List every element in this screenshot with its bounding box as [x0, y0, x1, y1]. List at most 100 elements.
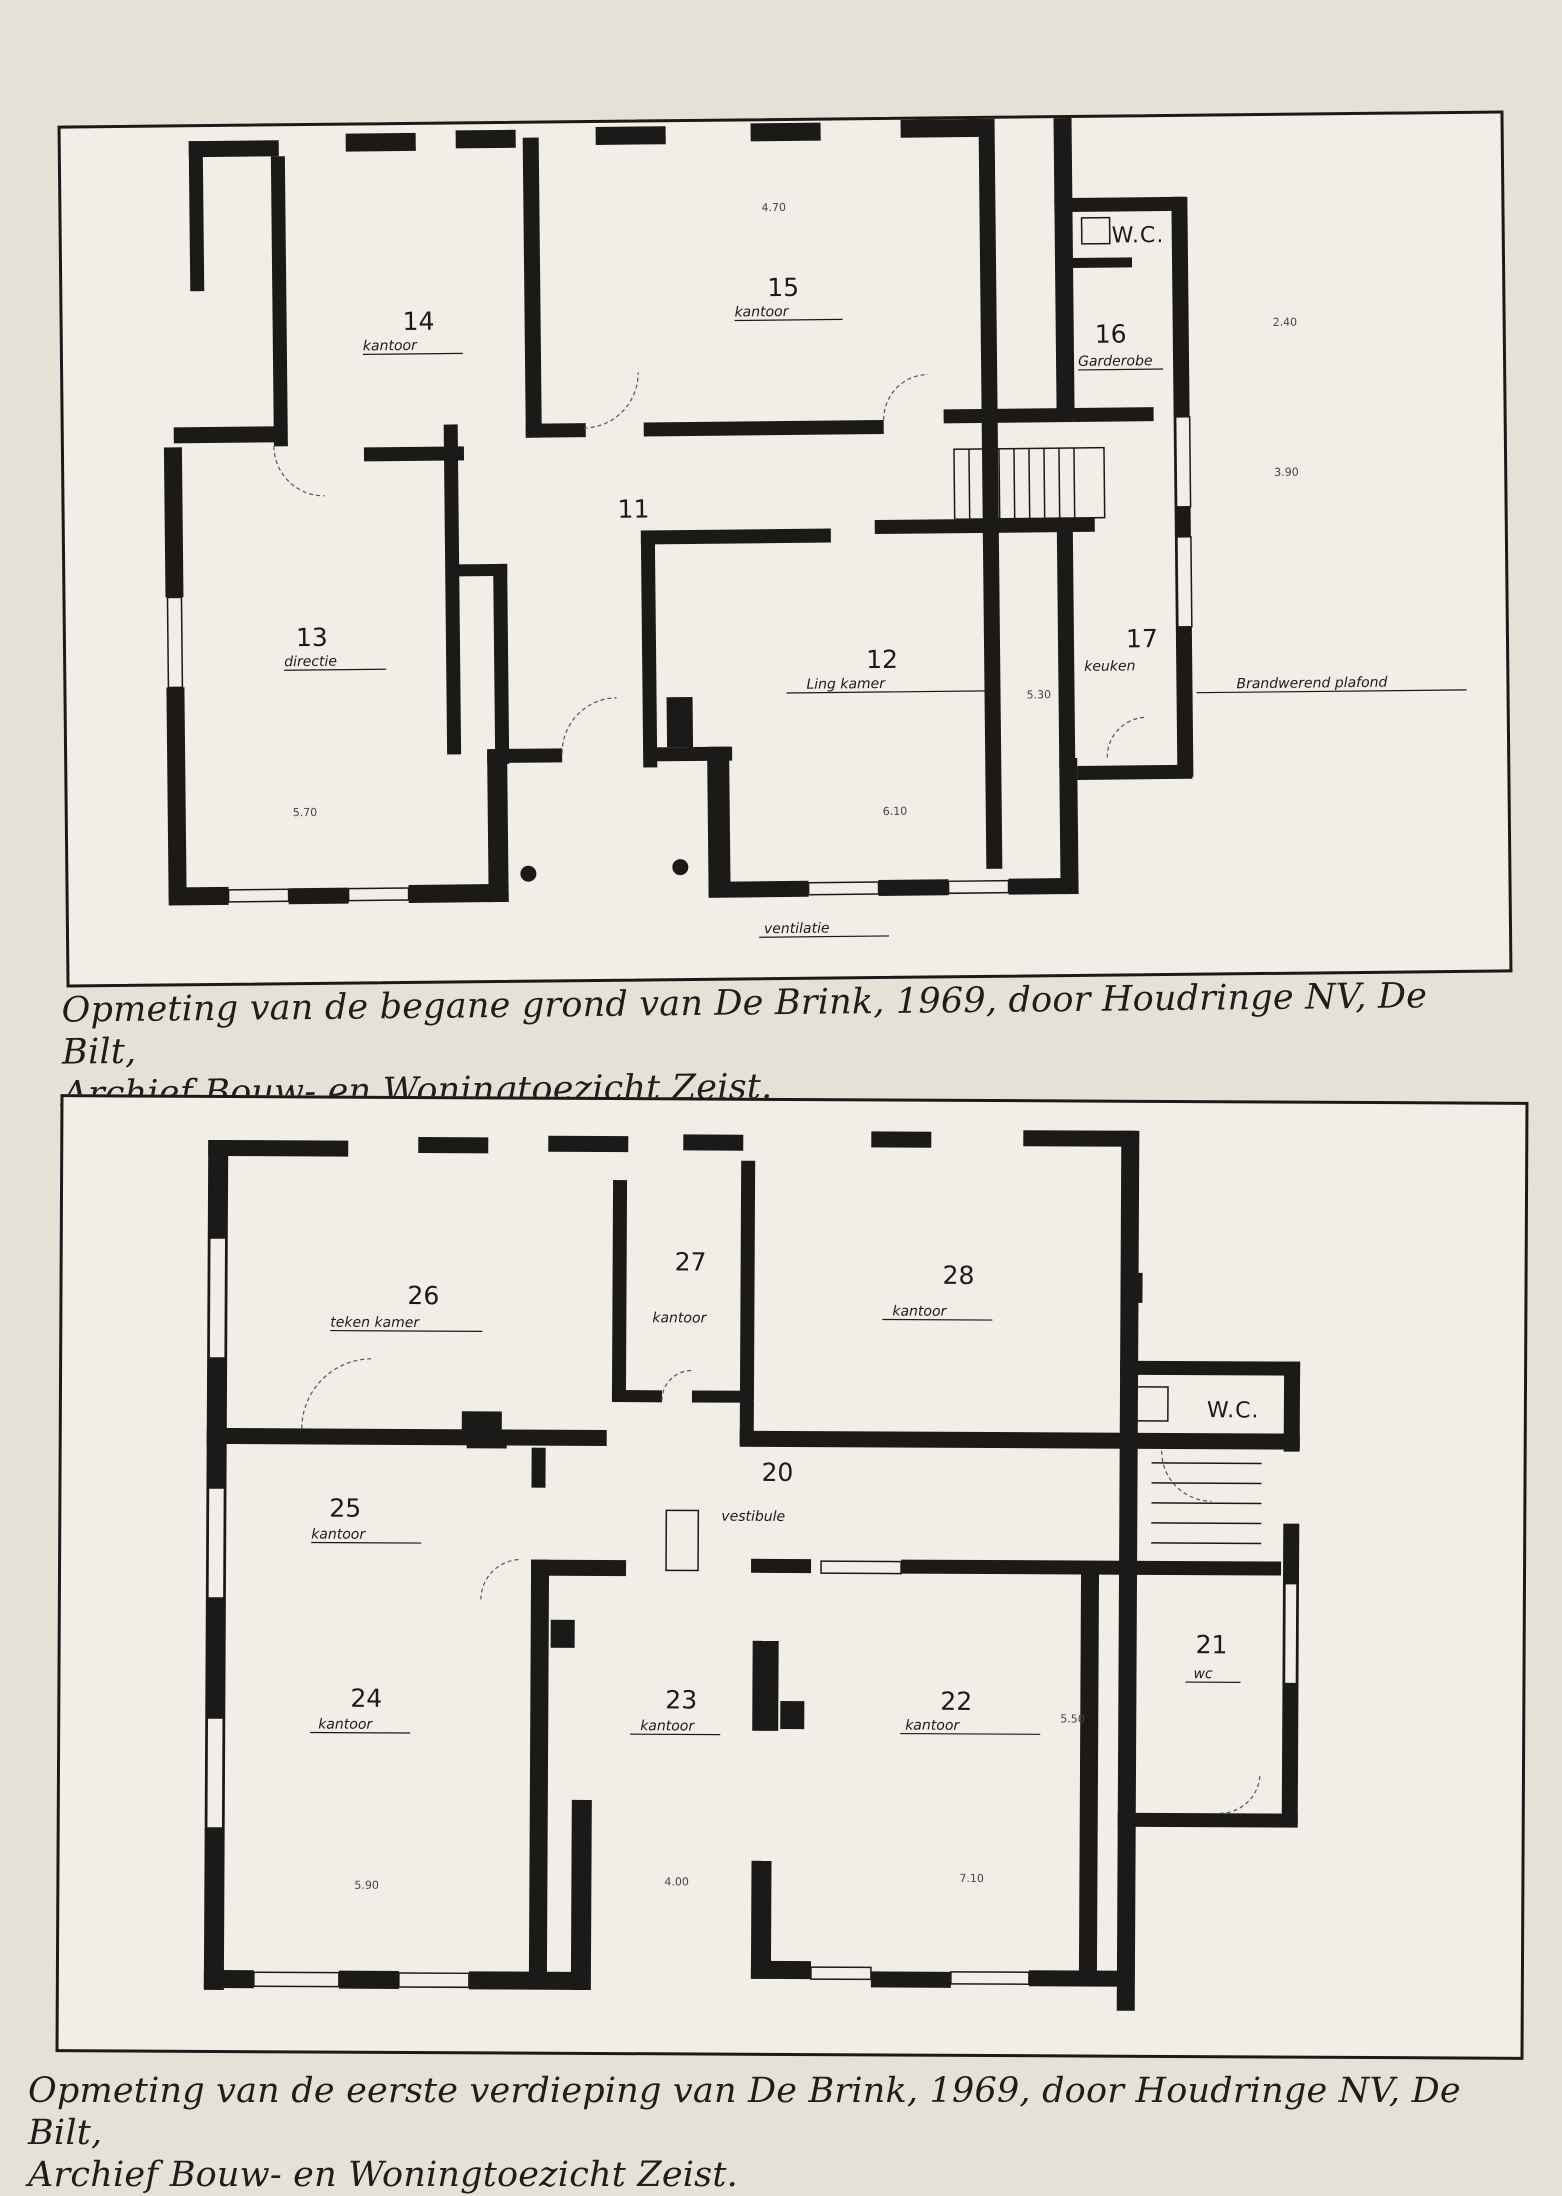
wall [1057, 518, 1076, 768]
wall [166, 687, 186, 897]
wall [523, 138, 542, 438]
window [811, 1967, 871, 1979]
wall [204, 1970, 254, 1988]
wall [289, 888, 349, 905]
window [207, 1718, 224, 1828]
window [808, 882, 878, 895]
room-12-number: 12 [866, 645, 898, 674]
wall [708, 881, 808, 898]
wall [740, 1431, 1300, 1450]
window [167, 597, 182, 687]
wall [364, 446, 464, 461]
first-wc-label: W.C. [1207, 1398, 1260, 1423]
wall [207, 1428, 607, 1446]
wall [189, 141, 205, 291]
window [229, 889, 289, 902]
room-27-number: 27 [675, 1247, 707, 1276]
room-28-number: 28 [943, 1261, 975, 1290]
wall [526, 423, 586, 438]
wall [751, 1559, 811, 1573]
room-26-number: 26 [407, 1281, 439, 1310]
dimension-text: 5.70 [293, 806, 318, 819]
wall [641, 529, 831, 545]
wall [1074, 407, 1154, 422]
wall [751, 123, 821, 142]
wall [612, 1180, 627, 1400]
wall [418, 1137, 488, 1153]
room-13-number: 13 [296, 623, 328, 652]
dimension-text: 7.10 [959, 1872, 984, 1885]
room-24-number: 24 [350, 1684, 382, 1713]
wall [1054, 118, 1075, 418]
window [1176, 417, 1191, 507]
first-floor-caption: Opmeting van de eerste verdieping van De… [28, 2070, 1528, 2196]
window [1177, 537, 1192, 627]
fireproof-ceiling-note: Brandwerend plafond [1236, 675, 1387, 693]
room-23-number: 23 [665, 1685, 697, 1714]
dimension-text: 3.90 [1274, 466, 1299, 479]
wc-fixture [1082, 218, 1110, 244]
chimney [780, 1701, 804, 1729]
chimney [1122, 1273, 1142, 1303]
window [821, 1561, 901, 1573]
dimension-text: 5.50 [1060, 1712, 1085, 1725]
window [399, 1973, 469, 1987]
wall [467, 1434, 507, 1448]
window [948, 881, 1008, 894]
ground-floor-drawing: 14 kantoor 15 kantoor 16 Garderobe W.C. … [61, 113, 1510, 984]
wall [169, 887, 229, 906]
chimney [551, 1620, 575, 1648]
vent-dot [672, 859, 688, 875]
wall [456, 130, 516, 149]
wall [878, 879, 948, 896]
room-26-label: teken kamer [330, 1315, 420, 1331]
wall [1029, 1970, 1129, 1987]
wall [548, 1136, 628, 1152]
door-swing [662, 1370, 692, 1400]
wall [644, 420, 884, 437]
window [209, 1238, 226, 1358]
window [1284, 1584, 1297, 1684]
wall [1054, 197, 1184, 212]
room-17-label: keuken [1084, 658, 1135, 675]
wall [444, 424, 461, 754]
wall [1120, 1361, 1300, 1376]
wall [189, 140, 279, 157]
room-21-label: wc [1193, 1666, 1213, 1682]
ground-wc-label: W.C. [1112, 223, 1165, 249]
room-20-number: 20 [761, 1458, 793, 1487]
ventilation-note: ventilatie [764, 921, 830, 938]
wall [667, 697, 694, 747]
wall [1059, 758, 1078, 894]
wall [1023, 1130, 1135, 1147]
wall [596, 126, 666, 145]
room-16-number: 16 [1095, 319, 1127, 348]
wall [871, 1131, 931, 1147]
wall [271, 156, 288, 446]
room-27-label: kantoor [652, 1310, 707, 1326]
door-swing [1161, 1451, 1211, 1501]
ground-floor-plan: 14 kantoor 15 kantoor 16 Garderobe W.C. … [58, 110, 1513, 987]
window [208, 1488, 225, 1598]
wall [1008, 878, 1068, 895]
room-14-number: 14 [402, 307, 434, 336]
dimension-text: 4.00 [664, 1875, 689, 1888]
dimension-text: 5.90 [354, 1879, 379, 1892]
caption-line: Opmeting van de eerste verdieping van De… [28, 2070, 1528, 2154]
wall [740, 1161, 755, 1401]
wall [174, 426, 284, 443]
door-swing [562, 698, 618, 754]
chimney [462, 1411, 502, 1431]
room-15-number: 15 [767, 273, 799, 302]
wall [641, 537, 657, 767]
door-swing [1220, 1773, 1260, 1813]
wall [1079, 1573, 1099, 1981]
wall [707, 747, 731, 897]
room-11-number: 11 [617, 494, 649, 523]
room-22-label: kantoor [905, 1718, 960, 1734]
wall [1077, 765, 1192, 780]
dimension-text: 4.70 [761, 201, 786, 214]
wall [612, 1390, 662, 1402]
door-swing [302, 1358, 372, 1428]
room-20-label: vestibule [721, 1509, 785, 1525]
